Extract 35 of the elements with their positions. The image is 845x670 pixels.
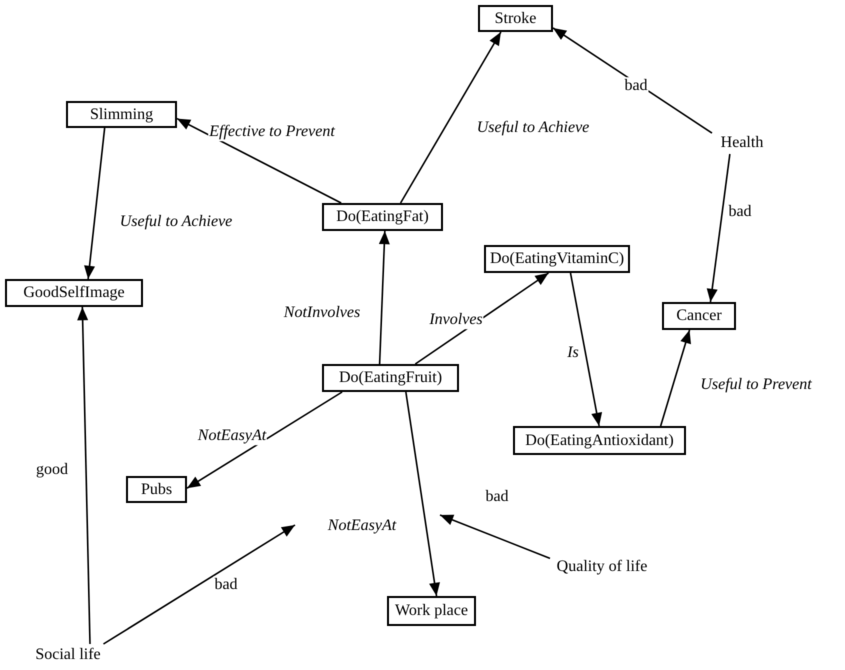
arrow bbox=[706, 154, 731, 302]
arrow bbox=[570, 272, 602, 426]
arrow bbox=[103, 524, 296, 645]
concept-label: Health bbox=[712, 132, 772, 154]
concept-box: Work place bbox=[387, 596, 476, 626]
edge-label: Effective to Prevent bbox=[208, 123, 336, 141]
arrow bbox=[176, 118, 342, 204]
arrow bbox=[660, 330, 691, 426]
arrow bbox=[414, 272, 549, 365]
concept-box: Do(EatingVitaminC) bbox=[484, 245, 630, 273]
concept-box: Do(EatingAntioxidant) bbox=[513, 426, 686, 455]
edge-label: Useful to Prevent bbox=[699, 376, 813, 394]
concept-box: Do(EatingFruit) bbox=[322, 364, 459, 392]
concept-label: Quality of life bbox=[550, 556, 654, 578]
concept-box: Cancer bbox=[662, 302, 736, 330]
arrow bbox=[84, 128, 106, 280]
arrow bbox=[405, 392, 440, 596]
edge-label: bad bbox=[623, 77, 649, 95]
arrow bbox=[186, 391, 343, 489]
edge-label: Involves bbox=[428, 311, 484, 329]
edge-label: good bbox=[35, 461, 69, 479]
arrow bbox=[378, 230, 390, 364]
concept-box: Do(EatingFat) bbox=[322, 203, 443, 231]
concept-box: GoodSelfImage bbox=[5, 279, 143, 307]
edge-label: NotEasyAt bbox=[196, 427, 268, 445]
edge-label: NotEasyAt bbox=[326, 517, 398, 535]
edge-label: Useful to Achieve bbox=[118, 213, 234, 231]
arrow bbox=[400, 32, 502, 204]
edge-label: Useful to Achieve bbox=[476, 119, 590, 137]
arrow bbox=[77, 306, 91, 644]
arrow bbox=[440, 514, 550, 560]
concept-label: Social life bbox=[30, 644, 106, 666]
concept-box: Slimming bbox=[66, 101, 177, 128]
concept-box: Pubs bbox=[126, 476, 187, 503]
concept-box: Stroke bbox=[478, 5, 553, 32]
